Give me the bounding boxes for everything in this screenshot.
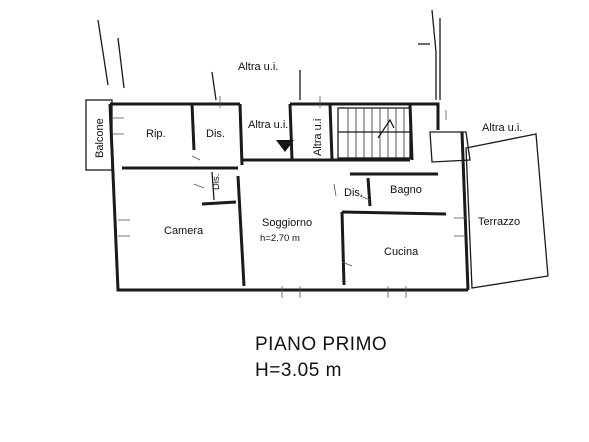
label-cucina: Cucina [384, 246, 419, 258]
label-bagno: Bagno [390, 184, 422, 196]
label-camera: Camera [164, 225, 204, 237]
neighbour-outlines [97, 9, 441, 101]
label-altra-vertical: Altra u.i [312, 119, 324, 156]
floor-name: PIANO PRIMO [255, 334, 388, 355]
terrazzo-outline [465, 133, 549, 289]
entrance-arrow-icon [276, 140, 294, 152]
label-altra-right: Altra u.i. [482, 122, 522, 134]
label-balcone: Balcone [94, 118, 106, 158]
outer-walls [108, 102, 470, 292]
label-soggiorno-height: h=2.70 m [260, 233, 300, 244]
label-rip: Rip. [146, 128, 166, 140]
label-altra-top: Altra u.i. [238, 61, 278, 73]
label-soggiorno: Soggiorno [262, 217, 312, 229]
label-terrazzo: Terrazzo [478, 216, 520, 228]
staircase [337, 107, 411, 159]
altra-box-right [429, 131, 471, 163]
label-dis-center: Dis. [344, 187, 363, 199]
balcone-outline [85, 99, 113, 171]
interior-walls [190, 103, 414, 287]
label-dis-vertical: Dis. [211, 174, 222, 190]
label-altra-center: Altra u.i. [248, 119, 288, 131]
door-marks [191, 155, 371, 267]
label-dis-top: Dis. [206, 128, 225, 140]
window-marks [112, 96, 466, 298]
floor-height: H=3.05 m [255, 360, 342, 381]
